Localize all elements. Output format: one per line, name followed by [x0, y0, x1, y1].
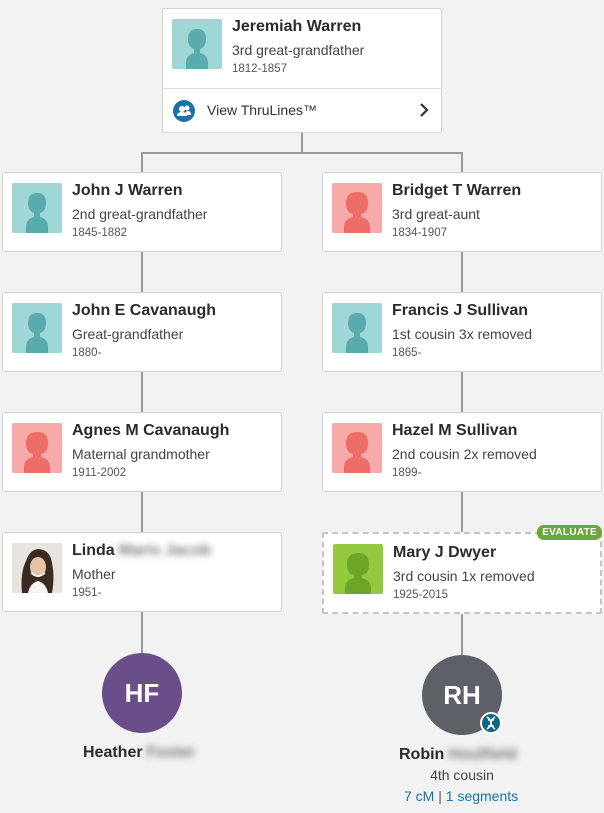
relationship-label: 3rd great-grandfather	[232, 42, 365, 58]
life-years: 1834-1907	[392, 227, 447, 239]
connector	[141, 152, 143, 172]
male-avatar-icon	[332, 303, 382, 353]
relationship-label: 3rd great-aunt	[392, 206, 480, 222]
relationship-label: 3rd cousin 1x removed	[393, 568, 535, 584]
match-relationship: 4th cousin	[430, 767, 494, 783]
shared-cm-link[interactable]: 7 cM	[404, 788, 435, 804]
male-avatar-icon	[12, 183, 62, 233]
life-years: 1880-	[72, 347, 102, 359]
life-years: 1911-2002	[72, 467, 127, 479]
person-name[interactable]: Hazel M Sullivan	[392, 422, 518, 439]
evaluate-badge[interactable]: EVALUATE	[537, 525, 602, 540]
blurred-surname: Houlfield	[448, 746, 517, 763]
relationship-label: 2nd great-grandfather	[72, 206, 208, 222]
person-name[interactable]: John J Warren	[72, 182, 183, 199]
relationship-label: Mother	[72, 566, 116, 582]
profile-photo	[12, 543, 62, 593]
life-years: 1899-	[392, 467, 422, 479]
connector	[141, 611, 143, 653]
life-years: 1845-1882	[72, 227, 127, 239]
ancestor-card-jeremiah-warren[interactable]: Jeremiah Warren 3rd great-grandfather 18…	[162, 8, 442, 133]
female-avatar-icon	[332, 183, 382, 233]
chevron-right-icon	[420, 103, 429, 117]
ancestor-card-mary-j-dwyer[interactable]: EVALUATE Mary J Dwyer 3rd cousin 1x remo…	[322, 525, 602, 614]
match-initials: RH	[443, 679, 481, 710]
connector	[461, 251, 463, 292]
connector	[141, 152, 463, 154]
connector	[461, 491, 463, 532]
person-name[interactable]: Bridget T Warren	[392, 182, 522, 199]
connector	[301, 133, 303, 153]
person-name[interactable]: Agnes M Cavanaugh	[72, 422, 230, 439]
connector	[141, 491, 143, 532]
ancestor-card-francis-j-sullivan[interactable]: Francis J Sullivan 1st cousin 3x removed…	[322, 292, 602, 372]
dna-match-icon	[480, 712, 502, 734]
male-avatar-icon	[12, 303, 62, 353]
connector	[461, 152, 463, 172]
ancestor-card-john-j-warren[interactable]: John J Warren 2nd great-grandfather 1845…	[2, 172, 282, 252]
connector	[461, 613, 463, 655]
match-dna-summary[interactable]: 7 cM | 1 segments	[404, 788, 518, 804]
relationship-label: Maternal grandmother	[72, 446, 210, 462]
relationship-label: Great-grandfather	[72, 326, 184, 342]
ancestor-card-hazel-m-sullivan[interactable]: Hazel M Sullivan 2nd cousin 2x removed 1…	[322, 412, 602, 492]
life-years: 1951-	[72, 587, 102, 599]
life-years: 1925-2015	[393, 589, 448, 601]
thrulines-label: View ThruLines™	[207, 102, 317, 118]
ancestor-card-john-e-cavanaugh[interactable]: John E Cavanaugh Great-grandfather 1880-	[2, 292, 282, 372]
connector	[141, 251, 143, 292]
blurred-surname: Foster	[146, 744, 196, 761]
life-years: 1865-	[392, 347, 422, 359]
ancestor-card-agnes-m-cavanaugh[interactable]: Agnes M Cavanaugh Maternal grandmother 1…	[2, 412, 282, 492]
person-name[interactable]: Mary J Dwyer	[393, 544, 497, 561]
separator: |	[438, 788, 442, 804]
connector	[461, 371, 463, 412]
ancestor-card-bridget-t-warren[interactable]: Bridget T Warren 3rd great-aunt 1834-190…	[322, 172, 602, 252]
life-years: 1812-1857	[232, 63, 287, 75]
relationship-label: 1st cousin 3x removed	[392, 326, 533, 342]
person-name[interactable]: Francis J Sullivan	[392, 302, 529, 319]
view-thrulines-button[interactable]: View ThruLines™	[163, 88, 441, 133]
blurred-surname: Maris Jacob	[118, 542, 212, 559]
person-name[interactable]: Jeremiah Warren	[232, 18, 362, 35]
thrulines-icon	[173, 100, 195, 122]
self-avatar[interactable]: HF	[102, 653, 182, 733]
connector	[141, 371, 143, 412]
match-avatar[interactable]: RH	[422, 655, 502, 735]
person-name[interactable]: John E Cavanaugh	[72, 302, 217, 319]
female-avatar-icon	[332, 423, 382, 473]
self-initials: HF	[124, 677, 160, 708]
relationship-label: 2nd cousin 2x removed	[392, 446, 537, 462]
female-avatar-icon	[12, 423, 62, 473]
male-avatar-icon	[172, 19, 222, 69]
shared-segments-link[interactable]: 1 segments	[445, 788, 519, 804]
female-avatar-icon	[333, 544, 383, 594]
